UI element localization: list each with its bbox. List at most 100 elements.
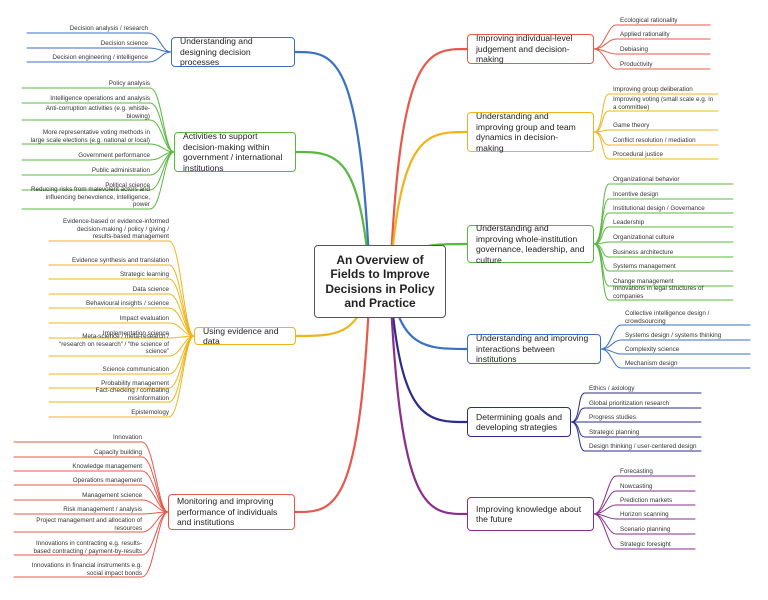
leaf-topic: Scenario planning [620,526,671,533]
leaf-connector [593,241,734,245]
leaf-topic: Evidence synthesis and translation [72,257,169,264]
leaf-topic: Institutional design / Governance [613,205,705,212]
leaf-topic: Management science [82,492,142,499]
leaf-connector [26,51,172,63]
branch-node: Improving knowledge about the future [467,497,594,531]
leaf-topic: Risk management / analysis [63,506,142,513]
leaf-connector [593,131,719,160]
leaf-connector [593,475,696,515]
leaf-connector [593,38,711,50]
branch-node: Activities to support decision-making wi… [174,131,296,173]
leaf-topic: Knowledge management [72,463,142,470]
leaf-topic: Innovations in legal structures of compa… [613,285,704,300]
leaf-connector [593,243,734,301]
leaf-connector [21,151,175,210]
leaf-topic: Procedural justice [613,151,664,158]
branch-connector [388,280,469,424]
leaf-connector [13,511,169,578]
leaf-connector [570,407,702,423]
leaf-topic: Government performance [78,152,150,159]
leaf-topic: Game theory [613,122,650,129]
leaf-topic: Decision analysis / research [69,25,148,32]
leaf-connector [593,226,734,245]
leaf-topic: Horizon scanning [620,511,669,518]
leaf-topic: Incentive design [613,191,659,198]
leaf-topic: Decision engineering / intelligence [52,54,148,61]
leaf-topic: Intelligence operations and analysis [50,95,150,102]
leaf-topic: Data science [132,286,169,293]
leaf-topic: Complexity science [625,346,680,353]
leaf-connector [13,470,169,513]
leaf-connector [600,339,751,350]
branch-node: Monitoring and improving performance of … [168,494,295,530]
leaf-topic: Conflict resolution / mediation [613,137,696,144]
leaf-connector [48,335,195,418]
leaf-topic: Impact evaluation [119,315,169,322]
leaf-topic: Policy analysis [108,80,150,87]
leaf-connector [593,48,711,70]
leaf-topic: Operations management [72,477,142,484]
leaf-topic: Evidence-based or evidence-informed deci… [62,218,169,241]
leaf-topic: Mechanism design [625,360,678,367]
leaf-topic: Strategic planning [589,429,640,436]
leaf-connector [26,47,172,53]
leaf-connector [593,212,734,245]
leaf-topic: Innovations in financial instruments e.g… [31,562,142,577]
leaf-topic: Organizational culture [613,234,675,241]
leaf-connector [593,93,719,133]
leaf-topic: Organizational behavior [613,176,680,183]
leaf-connector [593,504,696,515]
branch-node: Understanding and improving interactions… [467,333,601,364]
leaf-topic: Design thinking / user-centered design [589,443,697,450]
leaf-topic: Productivity [620,61,653,68]
leaf-topic: Business architecture [613,249,674,256]
leaf-connector [600,348,751,369]
leaf-topic: Forecasting [620,468,653,475]
leaf-topic: Implementation science [102,330,169,337]
leaf-topic: Capacity building [94,449,142,456]
leaf-topic: Project management and allocation of res… [36,517,142,532]
leaf-topic: Systems management [613,263,676,270]
leaf-topic: Improving voting (small scale e.g. in a … [613,96,714,111]
leaf-connector [48,240,195,337]
leaf-topic: Epistemology [131,409,169,416]
leaf-topic: Global prioritization research [589,400,670,407]
leaf-topic: Innovation [112,434,142,441]
leaf-topic: Systems design / systems thinking [625,332,722,339]
leaf-connector [21,119,175,153]
leaf-topic: Nowcasting [620,483,653,490]
leaf-connector [600,324,751,350]
leaf-topic: Change management [613,278,674,285]
leaf-connector [570,392,702,423]
leaf-topic: Applied rationality [620,31,670,38]
branch-node: Using evidence and data [194,326,296,346]
leaf-connector [593,198,734,245]
leaf-topic: Public administration [91,167,150,174]
leaf-connector [21,143,175,153]
leaf-topic: Debiasing [620,46,649,53]
leaf-topic: Anti-corruption activities (e.g. whistle… [45,105,150,120]
branch-connector [388,47,469,283]
leaf-topic: Strategic foresight [620,541,671,548]
leaf-connector [13,499,169,513]
leaf-connector [593,110,719,133]
leaf-topic: Fact-checking / combating misinformation [95,387,170,402]
leaf-topic: Decision science [100,40,148,47]
branch-connector [388,130,469,283]
branch-node: Understanding and designing decision pro… [171,36,295,67]
branch-node: Improving individual-level judgement and… [467,33,594,64]
leaf-topic: More representative voting methods in la… [30,129,150,144]
leaf-topic: Progress studies [589,414,636,421]
leaf-topic: Strategic learning [119,271,169,278]
branch-connector [388,280,469,516]
leaf-topic: Behavioural insights / science [86,300,169,307]
leaf-topic: Political science [105,182,150,189]
branch-node: Understanding and improving whole-instit… [467,223,594,265]
leaf-topic: Meta-science / meta-research / “research… [59,333,169,356]
branch-connector [294,150,372,283]
leaf-topic: Leadership [613,219,645,226]
leaf-topic: Prediction markets [620,497,673,504]
leaf-topic: Ecological rationality [620,17,678,24]
leaf-connector [593,129,719,133]
